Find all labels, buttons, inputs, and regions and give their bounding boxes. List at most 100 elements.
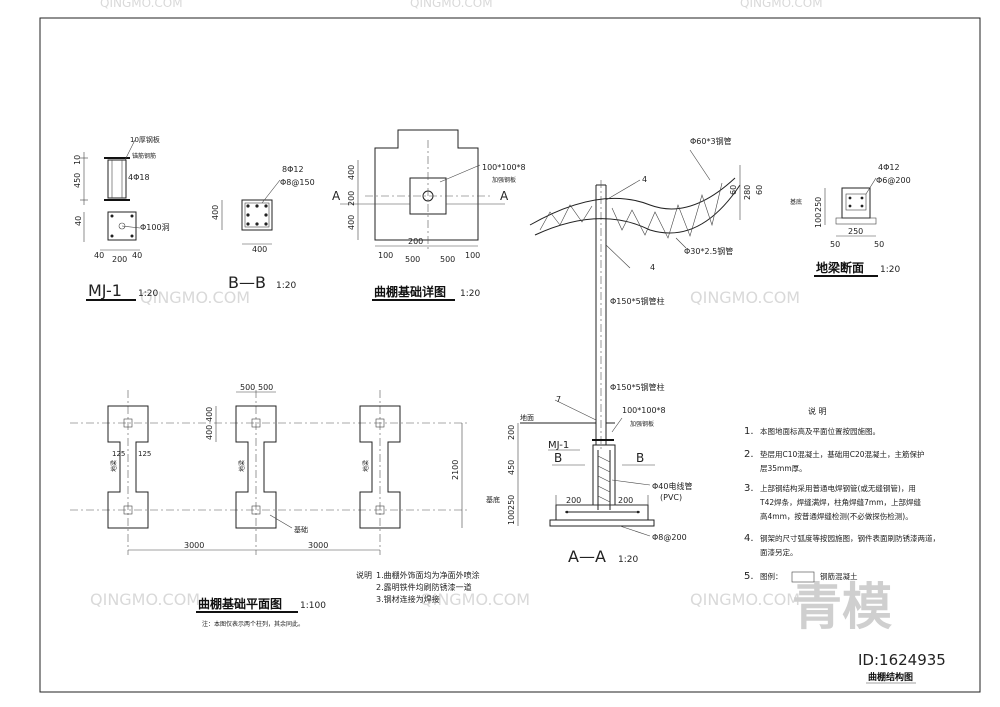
plan-scale: 1:100 [300,601,326,611]
column-pipe-label: Φ150*5钢管柱 [610,296,665,306]
watermark: QINGMO.COM [690,288,800,307]
general-notes: 说 明 1. 本图地面标高及平面位置按园施图。 2. 垫层用C10混凝土，基础用… [744,406,940,583]
dim-label: 500 [405,255,420,264]
section-mark-b: B [554,451,562,465]
dim-label: 3000 [184,541,204,550]
note-number: 1. [744,426,754,437]
plan-note: 注：本图仅表示两个柱列，其余同此。 [202,620,304,628]
watermark: QINGMO.COM [740,0,823,10]
conduit-label-2: (PVC) [660,493,682,502]
note-item: 1.曲棚外饰面均为净面外喷涂 [376,570,480,580]
mj-label: MJ-1 [548,440,569,451]
bb-title: B—B [228,273,266,292]
dim-label: 400 [347,165,356,180]
drawing-title: 曲棚结构图 [868,671,913,683]
dim-label: 200 [566,496,581,505]
beam-label: 地梁 [238,460,246,472]
note-line: 层35mm厚。 [760,464,807,473]
bb-scale: 1:20 [276,281,296,291]
dim-label: 200 [347,191,356,206]
conduit-label: Φ40电线管 [652,481,692,491]
section-mark: A [332,189,341,203]
ground-label: 地面 [520,413,534,422]
dim-label: 400 [205,425,214,440]
ground-beam-section: 4Φ12 Φ6@200 基底 250 100 250 50 50 地梁断面 1:… [790,163,911,277]
note-line: 上部钢结构采用普通电焊钢管(或无缝钢管)，用 [760,483,916,493]
stirrup-label: Φ6@200 [876,176,911,185]
plate-note: 100*100*8 [622,406,666,415]
dim-label: 500 [240,383,255,392]
watermark: QINGMO.COM [100,0,183,10]
aa-section: 地面 7 100*100*8 加强钢板 MJ-1 B B Φ40电线管 (PVC… [486,395,692,566]
dim-label: 400 [252,245,267,254]
dim-label: 100 [814,213,823,228]
dim-label: 280 [743,185,752,200]
foundation-detail: A A 100*100*8 加强钢板 400 200 400 200 100 5… [332,129,526,301]
beam-title: 地梁断面 [816,260,864,275]
note-line: 面漆另定。 [760,547,798,557]
base-label: 基础 [294,525,308,534]
dim-label: 250 [814,197,823,212]
watermark: QINGMO.COM [690,590,800,609]
detail-scale: 1:20 [460,289,480,299]
rebar-label: 4Φ18 [128,173,150,182]
dim-label: 3000 [308,541,328,550]
dim-label: 400 [347,215,356,230]
weld-label: 4 [642,175,647,184]
dim-label: 100 [378,251,393,260]
watermark: QINGMO.COM [410,0,493,10]
dim-label: 40 [74,216,83,226]
column-pipe-label: Φ150*5钢管柱 [610,382,665,392]
beam-label: 地梁 [362,460,370,472]
base-label: 基底 [790,198,802,206]
notes-heading: 说明 [356,570,372,580]
note-line: T42焊条，焊缝满焊，柱角焊缝7mm，上部焊缝 [759,497,922,507]
weld-label: 7 [556,395,561,404]
note-number: 4. [744,533,754,544]
note-line: 垫层用C10混凝土，基础用C20混凝土，主筋保护 [760,449,925,459]
foundation-plan: 地梁 地梁 地梁 基础 500 500 400 400 125 125 2100… [70,383,470,628]
note-line: 高4mm，按普通焊缝检测(不必做探伤检测)。 [760,511,913,521]
note-number: 3. [744,483,754,494]
mj1-detail: 10 450 10厚钢板 锚筋钢筋 4Φ18 Φ100洞 40 40 200 4… [73,135,170,301]
dim-label: 50 [830,240,840,249]
anchor-label: 锚筋钢筋 [132,152,156,160]
plate-label: 加强钢板 [492,176,516,184]
hole-label: Φ100洞 [140,222,170,232]
dim-label: 10 [73,155,82,165]
dim-label: 50 [874,240,884,249]
legend-swatch [791,571,815,583]
watermark: QINGMO.COM [140,288,250,307]
weld-label: 4 [650,263,655,272]
dim-label: 450 [73,173,82,188]
plan-title: 曲棚基础平面图 [198,596,282,611]
plate-label: 加强钢板 [630,420,654,428]
base-label: 基底 [486,495,500,504]
stirrup-label: Φ8@150 [280,178,315,187]
detail-title: 曲棚基础详图 [374,284,446,299]
note-item: 3.钢材连接为焊接 [376,594,440,604]
dim-label: 40 [132,251,142,260]
pipe-top-label: Φ60*3钢管 [690,136,732,146]
watermark: QINGMO.COM [420,590,530,609]
watermark-logo: 青模 [792,578,892,636]
mj1-scale: 1:20 [138,289,158,299]
pipe-bottom-label: Φ30*2.5钢管 [684,246,733,256]
plate-label: 10厚钢板 [130,135,160,144]
dim-label: 500 [258,383,273,392]
dim-label: 40 [94,251,104,260]
drawing-frame [39,17,981,693]
dim-label: 200 [112,255,127,264]
mj1-title: MJ-1 [88,281,122,300]
dim-label: 200 [618,496,633,505]
id-label: ID:1624935 [858,651,946,669]
dim-label: 400 [211,205,220,220]
aa-scale: 1:20 [618,555,638,565]
note-line: 钢架的尺寸弧度等按园施图，钢件表面刷防锈漆两道， [760,533,940,543]
aa-title: A—A [568,547,606,566]
dim-label: 500 [440,255,455,264]
dim-label: 60 [729,185,738,195]
dim-label: 200 [507,425,516,440]
beam-label: 地梁 [110,460,118,472]
